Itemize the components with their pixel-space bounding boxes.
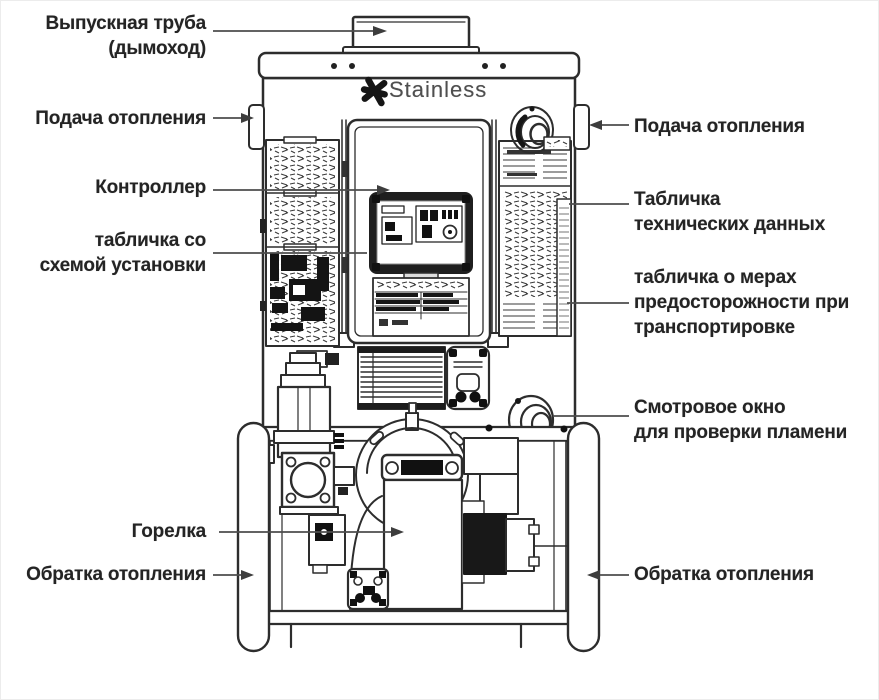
label-line: для проверки пламени — [634, 422, 848, 443]
brand-name: Stainless — [389, 77, 488, 102]
label-line: Подача отопления — [35, 108, 206, 129]
top-cap — [257, 51, 581, 80]
label-controller: Контроллер — [95, 175, 206, 200]
label-transport-precautions-plate: табличка о мерах предосторожности при тр… — [634, 265, 849, 340]
label-line: технических данных — [634, 214, 826, 235]
supply-nozzle-left — [248, 104, 265, 150]
technical-data-plate — [498, 140, 572, 337]
label-heating-return-right: Обратка отопления — [634, 562, 814, 587]
installation-schema-plate — [260, 136, 340, 368]
burner-motor — [461, 437, 569, 584]
gas-valve — [253, 352, 355, 515]
label-exhaust-pipe: Выпускная труба (дымоход) — [45, 11, 206, 61]
pilot-box — [308, 514, 346, 574]
label-heating-return-left: Обратка отопления — [26, 562, 206, 587]
junction-box — [346, 567, 390, 611]
label-line: предосторожности при — [634, 292, 850, 313]
label-flame-inspection-window: Смотровое окно для проверки пламени — [634, 395, 847, 445]
supply-nozzle-right — [573, 104, 590, 150]
label-line: (дымоход) — [108, 38, 206, 59]
louver-grille — [357, 346, 446, 410]
label-line: Горелка — [131, 521, 207, 542]
label-line: Табличка — [634, 189, 721, 210]
return-pipe-right — [566, 421, 601, 653]
label-line: Выпускная труба — [45, 13, 206, 34]
label-line: Обратка отопления — [634, 564, 814, 585]
chimney — [342, 15, 480, 57]
stainless-logo-icon — [360, 76, 388, 107]
controller-panel — [369, 192, 473, 281]
label-tech-data-plate: Табличка технических данных — [634, 187, 825, 237]
return-pipe-left — [236, 421, 271, 653]
callout-lines — [213, 26, 629, 580]
data-table-sticker — [372, 277, 470, 337]
label-line: Подача отопления — [634, 116, 805, 137]
pump-port — [510, 106, 571, 154]
label-line: Обратка отопления — [26, 564, 206, 585]
label-line: Контроллер — [95, 177, 206, 198]
label-line: схемой установки — [39, 255, 207, 276]
base-frame — [252, 609, 574, 649]
label-line: табличка о мерах — [634, 267, 797, 288]
burner-cylinder — [380, 453, 464, 611]
label-line: табличка со — [94, 230, 206, 251]
label-burner: Горелка — [131, 519, 207, 544]
ignition-bracket — [445, 345, 491, 411]
label-heating-supply-left: Подача отопления — [35, 106, 206, 131]
label-installation-plate: табличка со схемой установки — [39, 228, 207, 278]
label-line: Смотровое окно — [634, 397, 786, 418]
label-heating-supply-right: Подача отопления — [634, 114, 805, 139]
label-line: транспортировке — [634, 317, 795, 338]
